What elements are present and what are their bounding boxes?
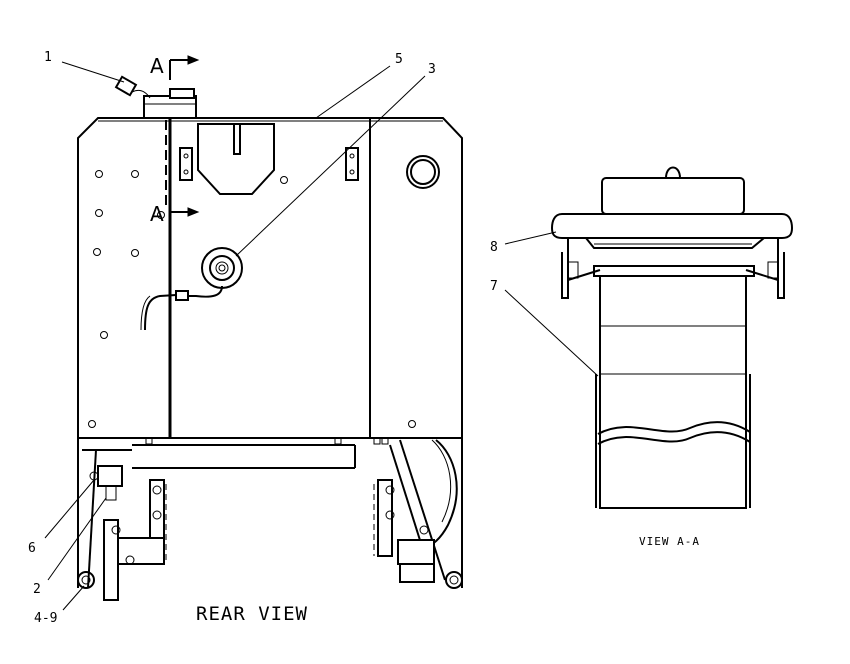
callout-1: 1 [44, 50, 52, 65]
section-label-bottom: A [150, 202, 164, 226]
rear-view-assembly [77, 75, 463, 601]
level-gauge-3 [201, 247, 243, 289]
view-aa-assembly [550, 166, 794, 509]
round-port [406, 155, 440, 189]
view-aa-label: VIEW A-A [639, 535, 700, 548]
filler-cap [143, 88, 197, 119]
section-marker-top: A [150, 54, 200, 80]
callout-6: 6 [28, 541, 36, 556]
upper-bracket [197, 123, 275, 195]
callout-3: 3 [428, 62, 436, 77]
leader-lines [44, 61, 599, 611]
left-mount [77, 465, 167, 601]
slot-bracket-left [179, 147, 193, 181]
right-mount [373, 479, 463, 589]
sensor-1 [114, 75, 151, 99]
section-label-top: A [150, 54, 164, 78]
tank-bolts [88, 170, 416, 428]
rear-view-label: REAR VIEW [196, 603, 308, 625]
slot-bracket-right [345, 147, 359, 181]
callout-5: 5 [395, 52, 403, 67]
tank-body-outline [77, 117, 463, 439]
callout-8: 8 [490, 240, 498, 255]
callout-4-9: 4-9 [34, 611, 57, 626]
callout-7: 7 [490, 279, 498, 294]
section-marker-bottom: A [150, 202, 200, 226]
callout-2: 2 [33, 582, 41, 597]
sensor-tube [140, 285, 223, 331]
